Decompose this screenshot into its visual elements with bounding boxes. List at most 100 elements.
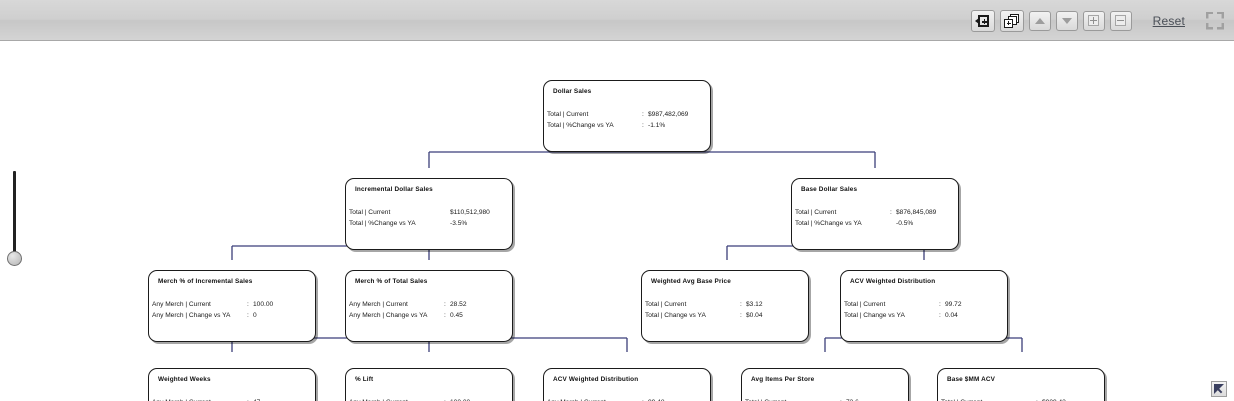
node-metrics: Total | Current : 99.72 Total | Change v… xyxy=(844,299,1001,321)
triangle-up-icon xyxy=(1034,17,1045,24)
metric-row: Total | Change vs YA : $0.04 xyxy=(645,310,802,321)
metric-colon: : xyxy=(740,312,742,319)
metric-label: Total | Change vs YA xyxy=(844,312,905,319)
zoom-slider[interactable] xyxy=(6,171,24,271)
metric-label: Total | Current xyxy=(795,209,837,216)
metric-colon: : xyxy=(247,301,249,308)
node-incremental-dollar-sales[interactable]: Incremental Dollar Sales Total | Current… xyxy=(345,178,513,250)
triangle-down-icon xyxy=(1061,17,1072,24)
node-title: Base Dollar Sales xyxy=(801,186,858,193)
metric-label: Total | Change vs YA xyxy=(645,312,706,319)
tree-canvas[interactable]: Dollar Sales Total | Current : $987,482,… xyxy=(0,41,1234,401)
metric-colon: : xyxy=(444,397,450,401)
expand-all-button[interactable] xyxy=(999,9,1024,32)
metric-label: Any Merch | Current xyxy=(349,397,444,401)
metric-value: 0.45 xyxy=(450,312,463,319)
move-up-button[interactable] xyxy=(1028,10,1051,31)
node-acv-weighted-distribution-mid[interactable]: ACV Weighted Distribution Total | Curren… xyxy=(840,270,1008,342)
metric-value: -3.5% xyxy=(450,220,468,227)
resize-arrow-icon xyxy=(1213,383,1225,395)
node-metrics: Total | Current : $3.12 Total | Change v… xyxy=(645,299,802,321)
reset-link[interactable]: Reset xyxy=(1152,13,1185,28)
metric-value: 0 xyxy=(253,312,257,319)
metric-row: Total | Current : 73.6 xyxy=(745,397,902,401)
metric-row: Total | %Change vs YA -3.5% xyxy=(349,218,506,229)
node-base-mm-acv[interactable]: Base $MM ACV Total | Current : $909.42 T… xyxy=(937,368,1105,401)
metric-colon: : xyxy=(1036,397,1042,401)
metric-row: Total | %Change vs YA -0.5% xyxy=(795,218,952,229)
metric-row: Total | Current : $909.42 xyxy=(941,397,1098,401)
metric-row: Total | Current $110,512,980 xyxy=(349,207,506,218)
metric-colon: : xyxy=(642,397,648,401)
node-metrics: Any Merch | Current : 47 Any Merch | Cha… xyxy=(152,397,309,401)
node-title: Avg Items Per Store xyxy=(751,376,815,383)
metric-value: $0.04 xyxy=(746,312,763,319)
node-avg-items-per-store[interactable]: Avg Items Per Store Total | Current : 73… xyxy=(741,368,909,401)
toolbar-button-group: Reset xyxy=(970,0,1228,41)
metric-value: 99.48 xyxy=(648,397,704,401)
node-merch-pct-total-sales[interactable]: Merch % of Total Sales Any Merch | Curre… xyxy=(345,270,513,342)
metric-value: $110,512,980 xyxy=(450,209,490,216)
node-pct-lift[interactable]: % Lift Any Merch | Current : 100.00 Any … xyxy=(345,368,513,401)
node-metrics: Total | Current : $909.42 Total | Change… xyxy=(941,397,1098,401)
metric-row: Any Merch | Change vs YA : 0.45 xyxy=(349,310,506,321)
metric-label: Any Merch | Current xyxy=(547,397,642,401)
metric-colon: : xyxy=(890,209,892,216)
node-title: Merch % of Incremental Sales xyxy=(158,278,253,285)
metric-colon: : xyxy=(444,312,446,319)
metric-label: Total | Current xyxy=(745,397,840,401)
metric-label: Any Merch | Change vs YA xyxy=(349,312,428,319)
metric-label: Total | Current xyxy=(645,301,687,308)
node-weighted-avg-base-price[interactable]: Weighted Avg Base Price Total | Current … xyxy=(641,270,809,342)
zoom-in-button[interactable] xyxy=(1082,10,1105,31)
metric-colon: : xyxy=(642,122,644,129)
node-weighted-weeks[interactable]: Weighted Weeks Any Merch | Current : 47 … xyxy=(148,368,316,401)
node-metrics: Total | Current : $876,845,089 Total | %… xyxy=(795,207,952,229)
metric-value: $876,845,089 xyxy=(896,209,937,216)
metric-row: Any Merch | Current : 100.00 xyxy=(152,299,309,310)
minus-box-icon xyxy=(1115,15,1127,26)
metric-colon: : xyxy=(247,397,253,401)
metric-value: 99.72 xyxy=(945,301,962,308)
metric-label: Total | Current xyxy=(349,209,391,216)
node-base-dollar-sales[interactable]: Base Dollar Sales Total | Current : $876… xyxy=(791,178,959,250)
fit-width-button[interactable] xyxy=(970,9,995,32)
metric-value: 47 xyxy=(253,397,309,401)
move-down-button[interactable] xyxy=(1055,10,1078,31)
node-title: % Lift xyxy=(355,376,374,383)
metric-label: Any Merch | Current xyxy=(349,301,408,308)
metric-label: Total | %Change vs YA xyxy=(547,122,614,129)
resize-handle[interactable] xyxy=(1211,381,1227,397)
node-dollar-sales[interactable]: Dollar Sales Total | Current : $987,482,… xyxy=(543,80,711,152)
zoom-slider-thumb[interactable] xyxy=(7,251,22,266)
node-title: Dollar Sales xyxy=(553,88,592,95)
fit-width-icon xyxy=(975,14,990,27)
collapse-corners-icon[interactable] xyxy=(1206,11,1224,30)
metric-row: Total | Current : $876,845,089 xyxy=(795,207,952,218)
plus-box-icon xyxy=(1088,15,1100,26)
metric-value: 100.00 xyxy=(253,301,274,308)
toolbar: Reset xyxy=(0,0,1234,41)
metric-row: Any Merch | Current : 100.00 xyxy=(349,397,506,401)
metric-label: Any Merch | Current xyxy=(152,301,211,308)
node-merch-pct-incremental-sales[interactable]: Merch % of Incremental Sales Any Merch |… xyxy=(148,270,316,342)
metric-value: $909.42 xyxy=(1042,397,1098,401)
node-metrics: Any Merch | Current : 99.48 Any Merch | … xyxy=(547,397,704,401)
metric-row: Any Merch | Current : 99.48 xyxy=(547,397,704,401)
metric-row: Total | Change vs YA : 0.04 xyxy=(844,310,1001,321)
node-acv-weighted-distribution-leaf[interactable]: ACV Weighted Distribution Any Merch | Cu… xyxy=(543,368,711,401)
metric-colon: : xyxy=(740,301,742,308)
metric-value: $987,482,069 xyxy=(648,111,689,118)
metric-colon: : xyxy=(444,301,446,308)
node-title: ACV Weighted Distribution xyxy=(850,278,936,285)
expand-all-icon xyxy=(1004,13,1020,28)
zoom-out-button[interactable] xyxy=(1109,10,1132,31)
zoom-slider-track[interactable] xyxy=(13,171,16,263)
node-title: Base $MM ACV xyxy=(947,376,996,383)
metric-value: 0.04 xyxy=(945,312,958,319)
metric-label: Total | %Change vs YA xyxy=(349,220,416,227)
node-title: Weighted Weeks xyxy=(158,376,211,383)
metric-row: Any Merch | Current : 47 xyxy=(152,397,309,401)
metric-colon: : xyxy=(939,301,941,308)
metric-row: Total | Current : $987,482,069 xyxy=(547,109,704,120)
